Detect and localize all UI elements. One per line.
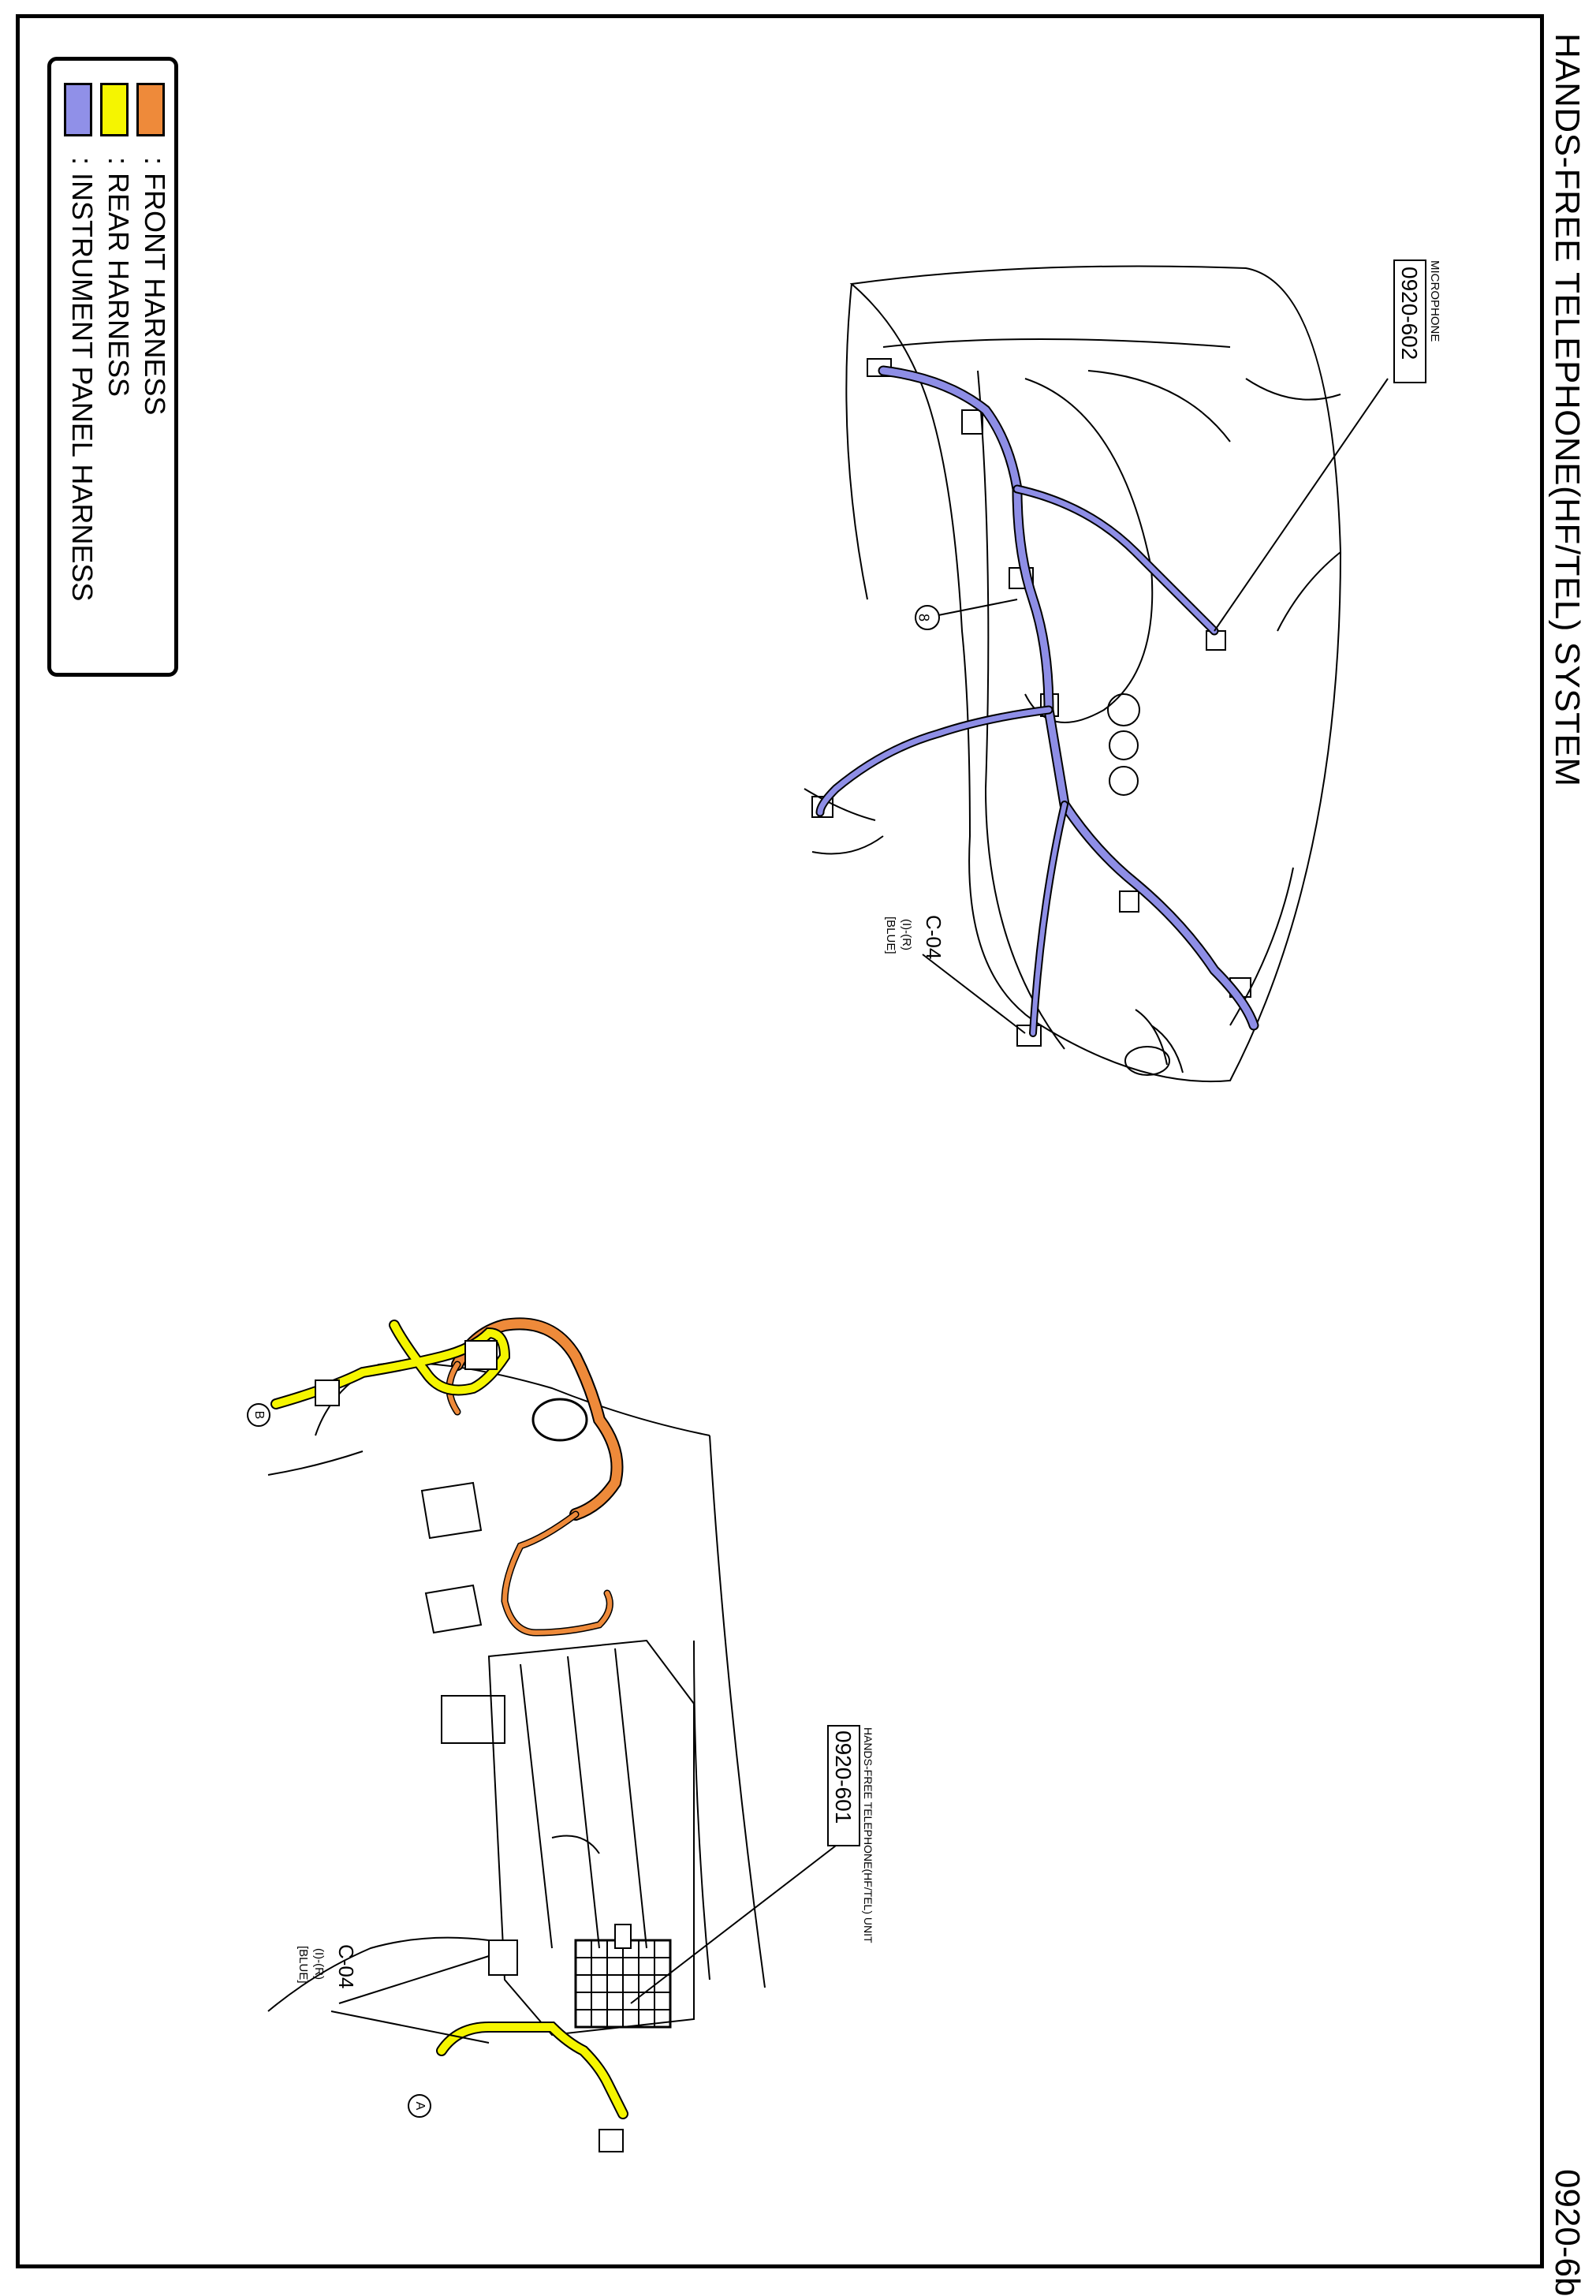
page-frame [16, 14, 1544, 2268]
svg-text:[BLUE]: [BLUE] [884, 917, 897, 954]
svg-text:B: B [252, 1411, 266, 1420]
instrument-panel-drawing [804, 265, 1342, 1083]
rear-harness-swatch [100, 83, 129, 136]
svg-text:8: 8 [915, 614, 931, 622]
marker-a: A [408, 2094, 431, 2118]
svg-text:A: A [413, 2102, 427, 2111]
hftel-unit-callout: 0920-601 HANDS-FREE TELEPHONE(HF/TEL) UN… [630, 1725, 874, 2004]
hftel-unit-label: HANDS-FREE TELEPHONE(HF/TEL) UNIT [862, 1727, 874, 1943]
svg-text:C-04: C-04 [922, 915, 945, 959]
harness-legend: : FRONT HARNESS : REAR HARNESS : INSTRUM… [47, 57, 178, 677]
floor-connectors [315, 1340, 632, 2152]
svg-text:(I)-(R): (I)-(R) [900, 919, 913, 950]
marker-8: 8 [915, 599, 1018, 630]
hftel-unit-code: 0920-601 [831, 1730, 856, 1824]
connector-c04-top: C-04 (I)-(R) [BLUE] [884, 915, 1026, 1034]
microphone-callout: 0920-602 MICROPHONE [1214, 259, 1441, 632]
connector-c04-bottom: C-04 (I)-(R) [BLUE] [296, 1944, 490, 2044]
rear-harness [270, 1320, 628, 2119]
marker-b: B [247, 1403, 270, 1427]
instrument-panel-harness-swatch [64, 83, 92, 136]
floor-drawing [267, 1362, 766, 2037]
microphone-label: MICROPHONE [1428, 260, 1441, 342]
svg-text:C-04: C-04 [334, 1944, 358, 1988]
microphone-code: 0920-602 [1397, 267, 1422, 360]
front-harness-swatch [136, 83, 165, 136]
svg-text:[BLUE]: [BLUE] [296, 1946, 310, 1984]
instrument-panel-harness [815, 365, 1259, 1037]
svg-text:(I)-(R): (I)-(R) [312, 1948, 326, 1980]
